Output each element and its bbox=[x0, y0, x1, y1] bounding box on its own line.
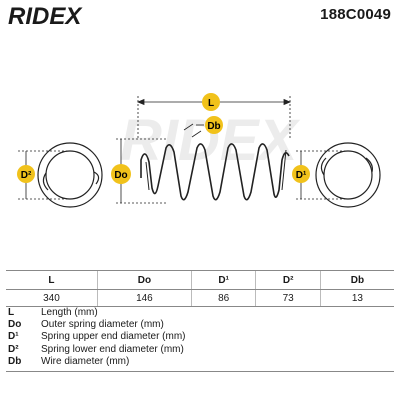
legend-item: L Length (mm) bbox=[8, 307, 388, 319]
legend-symbol: D² bbox=[8, 343, 19, 355]
legend-item: D² Spring lower end diameter (mm) bbox=[8, 344, 388, 356]
header-outer-diameter: Do bbox=[96, 270, 192, 290]
legend-item: Db Wire diameter (mm) bbox=[8, 356, 388, 368]
part-number: 188C0049 bbox=[320, 6, 391, 23]
header-upper-diameter: D¹ bbox=[190, 270, 256, 290]
ridex-logo-text: RIDEX bbox=[8, 3, 83, 29]
legend-description: Spring lower end diameter (mm) bbox=[41, 343, 184, 355]
legend-item: D¹ Spring upper end diameter (mm) bbox=[8, 331, 388, 343]
d1-tag-label: D¹ bbox=[296, 170, 307, 181]
legend-item: Do Outer spring diameter (mm) bbox=[8, 319, 388, 331]
value-outer-diameter: 146 bbox=[96, 289, 192, 307]
db-tag: Db bbox=[205, 116, 223, 134]
spec-table: L Do D¹ D² Db 340 146 86 73 13 bbox=[6, 270, 394, 307]
spec-table-value-row: 340 146 86 73 13 bbox=[6, 289, 394, 307]
legend-description: Outer spring diameter (mm) bbox=[41, 319, 164, 331]
ridex-logo: RIDEX bbox=[8, 3, 83, 29]
value-wire-diameter: 13 bbox=[319, 289, 394, 307]
header-length: L bbox=[6, 270, 98, 290]
d2-tag-label: D² bbox=[21, 170, 32, 181]
upper-end-view bbox=[315, 142, 381, 208]
legend-description: Spring upper end diameter (mm) bbox=[41, 331, 186, 343]
spring-diagram: RIDEX D² Do L bbox=[17, 93, 381, 208]
spec-table-header-row: L Do D¹ D² Db bbox=[6, 270, 394, 290]
do-tag-label: Do bbox=[114, 170, 127, 181]
legend-symbol: Db bbox=[8, 355, 22, 367]
legend-symbol: L bbox=[8, 307, 15, 318]
value-lower-diameter: 73 bbox=[255, 289, 321, 307]
l-tag-label: L bbox=[208, 98, 214, 109]
do-tag: Do bbox=[111, 164, 131, 184]
value-length: 340 bbox=[6, 289, 98, 307]
d1-tag: D¹ bbox=[292, 165, 310, 183]
value-upper-diameter: 86 bbox=[190, 289, 256, 307]
l-tag: L bbox=[202, 93, 220, 111]
coil-spring bbox=[140, 143, 290, 201]
legend-symbol: D¹ bbox=[8, 331, 19, 343]
db-tag-label: Db bbox=[207, 121, 220, 132]
legend: L Length (mm) Do Outer spring diameter (… bbox=[8, 307, 388, 368]
d2-tag: D² bbox=[17, 165, 35, 183]
legend-description: Length (mm) bbox=[41, 307, 98, 318]
bottom-divider bbox=[6, 371, 394, 372]
header-wire-diameter: Db bbox=[319, 270, 394, 290]
header-lower-diameter: D² bbox=[255, 270, 321, 290]
legend-description: Wire diameter (mm) bbox=[41, 355, 130, 367]
legend-symbol: Do bbox=[8, 319, 22, 331]
lower-end-view bbox=[37, 142, 103, 208]
db-dimension bbox=[183, 123, 204, 138]
